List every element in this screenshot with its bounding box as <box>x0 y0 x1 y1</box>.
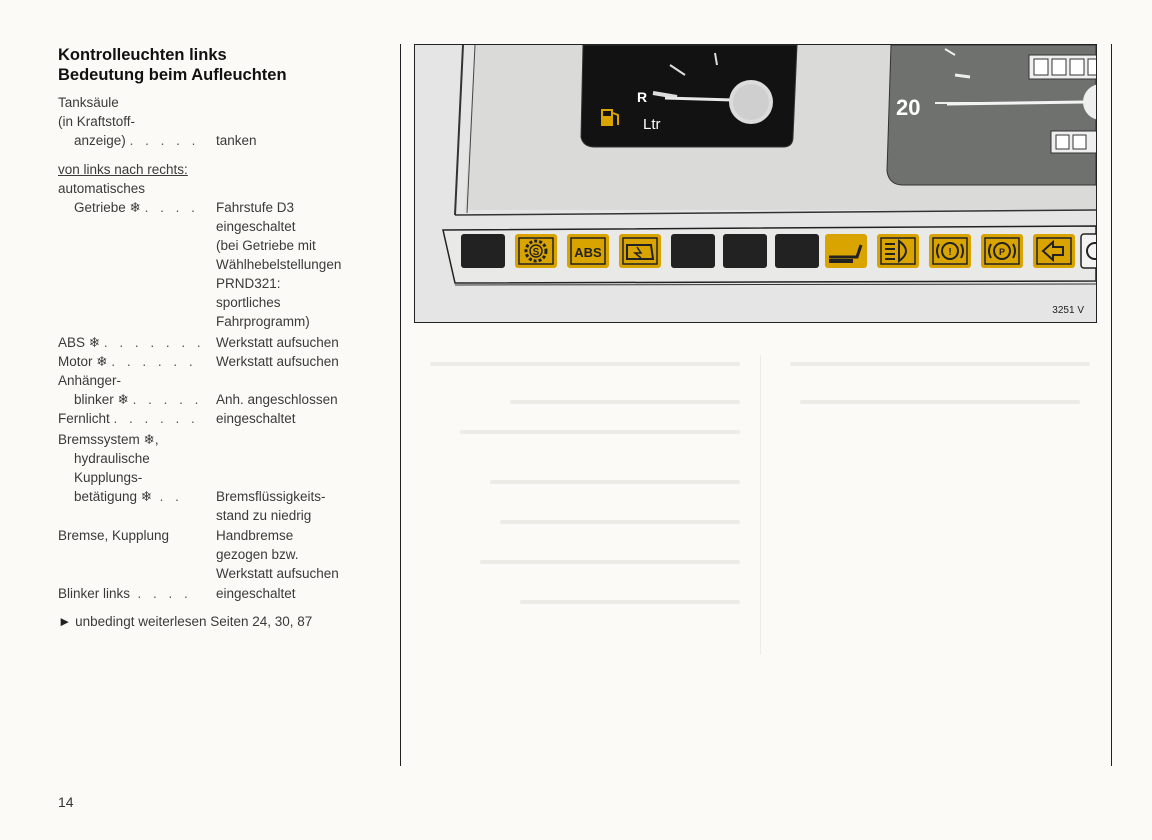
highbeam-value: eingeschaltet <box>216 411 296 426</box>
auto-value-7: Fahrprogramm) <box>216 314 310 329</box>
show-through <box>790 362 1090 366</box>
show-through <box>520 600 740 604</box>
leader-dots: . . . . . . . <box>103 335 205 350</box>
brake-label-4: betätigung ❄ . . <box>74 489 183 504</box>
leader-dots: . . . . . <box>129 133 200 148</box>
order-note: von links nach rechts: <box>58 162 188 177</box>
leader-dots: . . . . . . <box>111 354 197 369</box>
high-beam-icon <box>877 234 919 268</box>
leader-dots: . . <box>159 489 183 504</box>
clutch-label: Bremse, Kupplung <box>58 528 170 543</box>
brake-value-1: Bremsflüssigkeits- <box>216 489 326 504</box>
leader-dots: . . . . . . <box>113 411 199 426</box>
abs-label: ABS ❄ . . . . . . . <box>58 335 205 350</box>
trailer-value: Anh. angeschlossen <box>216 392 338 407</box>
brake-label-2: hydraulische <box>74 451 150 466</box>
svg-text:S: S <box>533 247 540 258</box>
instrument-cluster-figure: R Ltr 20 <box>414 44 1097 323</box>
read-more-text: unbedingt weiterlesen Seiten 24, 30, 87 <box>75 614 313 629</box>
tank-value: tanken <box>216 133 257 148</box>
auto-label-1: automatisches <box>58 181 146 196</box>
show-through <box>500 520 740 524</box>
instrument-cluster-illustration: R Ltr 20 <box>415 45 1096 322</box>
leader-dots: . . . . <box>144 200 199 215</box>
heading-line-2: Bedeutung beim Aufleuchten <box>58 66 287 84</box>
column-rule-left <box>400 44 401 766</box>
turn-signal-left-icon <box>1033 234 1075 268</box>
warning-lamp-strip: S ABS <box>442 225 1096 286</box>
trailer-icon <box>825 234 867 268</box>
lamp-partial <box>1080 233 1096 269</box>
show-through <box>430 362 740 366</box>
indicator-value: eingeschaltet <box>216 586 296 601</box>
show-through <box>760 355 761 655</box>
engine-check-icon <box>619 234 661 268</box>
highbeam-label: Fernlicht . . . . . . <box>58 411 199 426</box>
fuel-gauge: R Ltr <box>580 45 798 148</box>
read-more-note: ► unbedingt weiterlesen Seiten 24, 30, 8… <box>58 612 312 631</box>
show-through <box>510 400 740 404</box>
fuel-pump-icon <box>601 109 619 126</box>
tank-label-1: Tanksäule <box>58 95 119 110</box>
motor-label: Motor ❄ . . . . . . <box>58 354 197 369</box>
trailer-label-2: blinker ❄ . . . . . <box>74 392 203 407</box>
clutch-value-3: Werkstatt aufsuchen <box>216 566 339 581</box>
clutch-value-1: Handbremse <box>216 528 294 543</box>
brake-label-3: Kupplungs- <box>74 470 143 485</box>
tank-label-3: anzeige) . . . . . <box>74 133 200 148</box>
page-number: 14 <box>58 794 74 810</box>
speedometer: 20 <box>886 45 1096 186</box>
auto-value-4: Wählhebelstellungen <box>216 257 342 272</box>
auto-value-6: sportliches <box>216 295 281 310</box>
trailer-label-1: Anhänger- <box>58 373 122 388</box>
svg-text:P: P <box>999 247 1005 257</box>
brake-value-2: stand zu niedrig <box>216 508 312 523</box>
lamp-empty <box>671 234 715 268</box>
clutch-value-2: gezogen bzw. <box>216 547 299 562</box>
indicator-label: Blinker links . . . . <box>58 586 192 601</box>
section-heading: Kontrolleuchten links Bedeutung beim Auf… <box>58 45 388 85</box>
show-through <box>480 560 740 564</box>
auto-label-2: Getriebe ❄ . . . . <box>74 200 199 215</box>
lamp-empty <box>775 234 819 268</box>
lamp-empty <box>461 234 505 268</box>
trip-meter <box>1050 130 1096 154</box>
lamp-empty <box>723 234 767 268</box>
svg-text:!: ! <box>948 247 951 258</box>
show-through <box>460 430 740 434</box>
speed-mark-label: 20 <box>896 95 920 120</box>
transmission-gear-icon: S <box>515 234 557 268</box>
arrow-right-icon: ► <box>58 614 72 629</box>
abs-value: Werkstatt aufsuchen <box>216 335 339 350</box>
column-rule-right <box>1111 44 1112 766</box>
show-through <box>490 480 740 484</box>
auto-value-2: eingeschaltet <box>216 219 296 234</box>
auto-value-3: (bei Getriebe mit <box>216 238 316 253</box>
auto-value-5: PRND321: <box>216 276 281 291</box>
odometer <box>1028 54 1096 80</box>
auto-value-1: Fahrstufe D3 <box>216 200 295 215</box>
abs-lamp: ABS <box>567 234 609 268</box>
motor-value: Werkstatt aufsuchen <box>216 354 339 369</box>
tank-label-2: (in Kraftstoff- <box>58 114 136 129</box>
leader-dots: . . . . . <box>132 392 203 407</box>
figure-reference: 3251 V <box>1052 305 1084 316</box>
show-through <box>800 400 1080 404</box>
abs-lamp-label: ABS <box>574 245 602 260</box>
gauge-unit-label: Ltr <box>643 116 661 133</box>
gauge-r-label: R <box>637 89 647 105</box>
brake-warning-icon: ! <box>929 234 971 268</box>
parking-brake-icon: P <box>981 234 1023 268</box>
brake-label-1: Bremssystem ❄, <box>58 432 159 447</box>
leader-dots: . . . . <box>137 586 192 601</box>
heading-line-1: Kontrolleuchten links <box>58 46 227 64</box>
